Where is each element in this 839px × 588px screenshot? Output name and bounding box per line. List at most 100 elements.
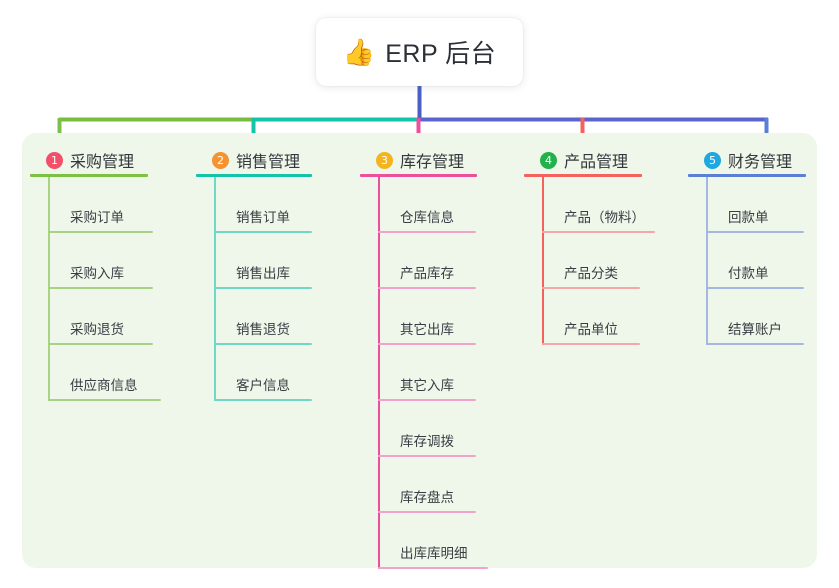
branch-column-2: 2 销售管理 销售订单 销售出库 销售退货 客户信息 (196, 143, 346, 401)
branch-items-2: 销售订单 销售出库 销售退货 客户信息 (196, 177, 346, 401)
branch-underline-5 (688, 174, 806, 177)
item-underline (378, 399, 476, 401)
branch-items-1: 采购订单 采购入库 采购退货 供应商信息 (30, 177, 180, 401)
item-label: 销售订单 (236, 210, 290, 225)
branch-badge-1: 1 (46, 151, 63, 169)
branch-spine-1 (48, 177, 50, 401)
branch-spine-2 (214, 177, 216, 401)
branch-underline-4 (524, 174, 642, 177)
item-underline (378, 343, 476, 345)
branch-badge-2: 2 (212, 151, 229, 169)
branch-header-1[interactable]: 1 采购管理 (30, 143, 180, 177)
item-label: 销售出库 (236, 266, 290, 281)
item-label: 仓库信息 (400, 210, 454, 225)
item-underline (214, 231, 312, 233)
branch-badge-4: 4 (540, 151, 557, 169)
item-underline (378, 231, 476, 233)
item-label: 付款单 (728, 266, 769, 281)
item-label: 销售退货 (236, 322, 290, 337)
branch-header-3[interactable]: 3 库存管理 (360, 143, 510, 177)
branch-title-3: 库存管理 (400, 154, 465, 171)
branch-header-4[interactable]: 4 产品管理 (524, 143, 684, 177)
item-label: 其它出库 (400, 322, 454, 337)
list-item[interactable]: 采购退货 (48, 289, 180, 345)
branch-column-1: 1 采购管理 采购订单 采购入库 采购退货 供应商信息 (30, 143, 180, 401)
list-item[interactable]: 付款单 (706, 233, 838, 289)
branch-title-5: 财务管理 (728, 154, 793, 171)
list-item[interactable]: 产品单位 (542, 289, 684, 345)
branch-title-4: 产品管理 (564, 154, 629, 171)
list-item[interactable]: 其它出库 (378, 289, 510, 345)
branch-items-4: 产品（物料） 产品分类 产品单位 (524, 177, 684, 345)
list-item[interactable]: 仓库信息 (378, 177, 510, 233)
item-underline (378, 511, 476, 513)
item-underline (542, 343, 640, 345)
item-underline (214, 399, 312, 401)
content-panel (22, 133, 817, 568)
item-label: 库存调拨 (400, 434, 454, 449)
branch-underline-1 (30, 174, 148, 177)
item-underline (706, 287, 804, 289)
list-item[interactable]: 出库库明细 (378, 513, 510, 569)
item-underline (542, 287, 640, 289)
item-underline (542, 231, 655, 233)
branch-spine-4 (542, 177, 544, 345)
item-label: 出库库明细 (400, 546, 468, 561)
list-item[interactable]: 库存盘点 (378, 457, 510, 513)
list-item[interactable]: 其它入库 (378, 345, 510, 401)
branch-spine-3 (378, 177, 380, 569)
item-underline (214, 287, 312, 289)
item-underline (214, 343, 312, 345)
branch-title-1: 采购管理 (70, 154, 135, 171)
branch-column-4: 4 产品管理 产品（物料） 产品分类 产品单位 (524, 143, 684, 345)
branch-badge-3: 3 (376, 151, 393, 169)
item-underline (48, 231, 153, 233)
item-label: 结算账户 (728, 322, 782, 337)
branch-items-3: 仓库信息 产品库存 其它出库 其它入库 库存调拨 库存盘点 (360, 177, 510, 569)
item-underline (706, 343, 804, 345)
list-item[interactable]: 产品（物料） (542, 177, 684, 233)
item-label: 回款单 (728, 210, 769, 225)
list-item[interactable]: 库存调拨 (378, 401, 510, 457)
item-underline (378, 567, 488, 569)
branch-header-2[interactable]: 2 销售管理 (196, 143, 346, 177)
branch-underline-3 (360, 174, 477, 177)
item-underline (48, 343, 153, 345)
branch-spine-5 (706, 177, 708, 345)
list-item[interactable]: 销售出库 (214, 233, 346, 289)
list-item[interactable]: 客户信息 (214, 345, 346, 401)
branch-header-5[interactable]: 5 财务管理 (688, 143, 838, 177)
item-label: 其它入库 (400, 378, 454, 393)
list-item[interactable]: 产品分类 (542, 233, 684, 289)
item-label: 产品单位 (564, 322, 618, 337)
root-node-card[interactable]: 👍 ERP 后台 (316, 18, 523, 86)
item-underline (378, 287, 476, 289)
branch-items-5: 回款单 付款单 结算账户 (688, 177, 838, 345)
item-label: 供应商信息 (70, 378, 138, 393)
root-node-label: ERP 后台 (385, 40, 497, 68)
item-label: 采购退货 (70, 322, 124, 337)
item-label: 采购入库 (70, 266, 124, 281)
list-item[interactable]: 采购订单 (48, 177, 180, 233)
branch-title-2: 销售管理 (236, 154, 301, 171)
item-underline (378, 455, 476, 457)
list-item[interactable]: 销售订单 (214, 177, 346, 233)
thumbs-up-icon: 👍 (342, 37, 376, 67)
list-item[interactable]: 采购入库 (48, 233, 180, 289)
item-label: 产品分类 (564, 266, 618, 281)
item-label: 采购订单 (70, 210, 124, 225)
branch-column-3: 3 库存管理 仓库信息 产品库存 其它出库 其它入库 库存调拨 (360, 143, 510, 569)
item-label: 产品库存 (400, 266, 454, 281)
list-item[interactable]: 回款单 (706, 177, 838, 233)
item-label: 产品（物料） (564, 210, 645, 225)
branch-underline-2 (196, 174, 312, 177)
list-item[interactable]: 产品库存 (378, 233, 510, 289)
list-item[interactable]: 结算账户 (706, 289, 838, 345)
item-underline (48, 399, 161, 401)
list-item[interactable]: 销售退货 (214, 289, 346, 345)
list-item[interactable]: 供应商信息 (48, 345, 180, 401)
branch-column-5: 5 财务管理 回款单 付款单 结算账户 (688, 143, 838, 345)
item-label: 库存盘点 (400, 490, 454, 505)
item-label: 客户信息 (236, 378, 290, 393)
